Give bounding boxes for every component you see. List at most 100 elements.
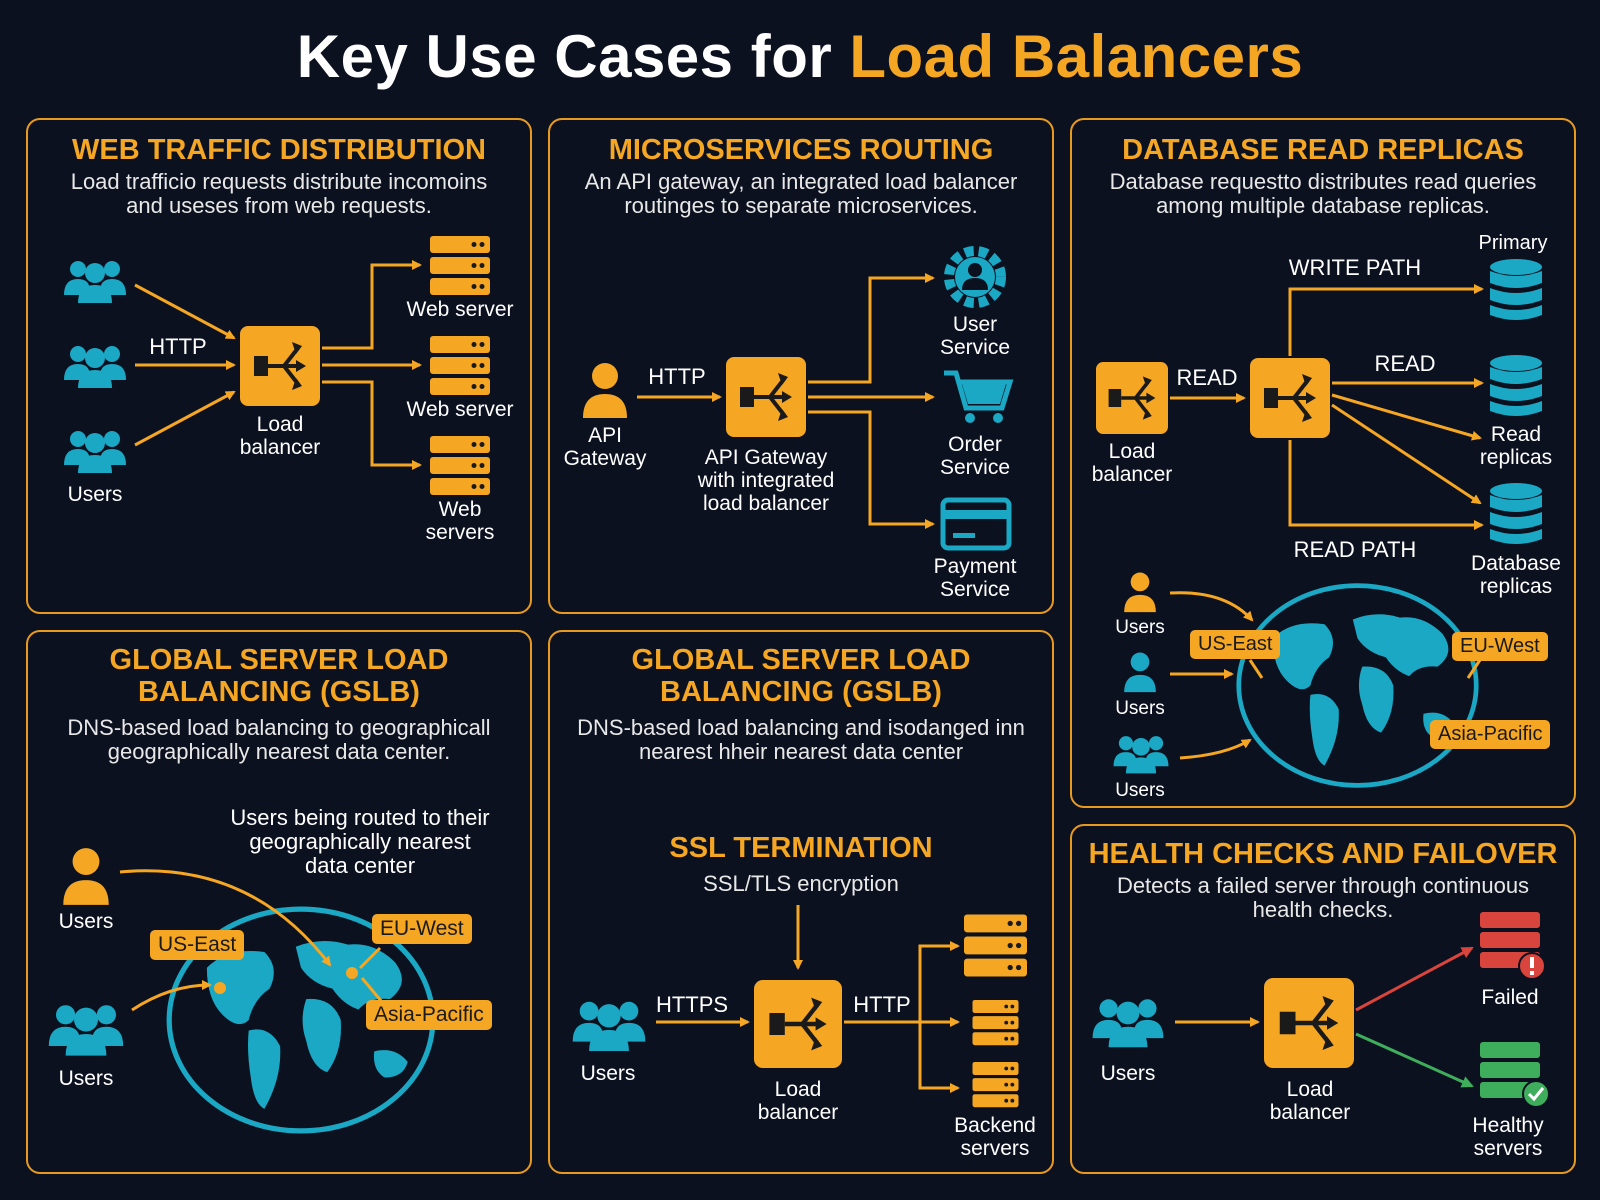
panel-desc-line1: Database requestto distributes read quer… (1109, 169, 1537, 194)
user-service-label-2: Service (939, 336, 1011, 359)
panel-title: WEB TRAFFIC DISTRIBUTION (71, 134, 486, 166)
payment-service-label-2: Service (939, 578, 1011, 601)
users-label: Users (580, 1062, 636, 1085)
lb-label-2: balancer (239, 436, 321, 459)
panel-title-line1: GLOBAL SERVER LOAD (109, 644, 449, 676)
lb-label-2: balancer (1091, 463, 1173, 486)
panel-web-traffic: WEB TRAFFIC DISTRIBUTION Load trafficio … (26, 118, 532, 614)
panel-desc-line1: DNS-based load balancing and isodanged i… (577, 715, 1025, 740)
region-tag-us-east: US-East (150, 930, 245, 960)
gw-label-3: load balancer (702, 492, 830, 515)
gslb-note-line3: data center (304, 853, 416, 878)
healthy-label-2: servers (1473, 1137, 1543, 1160)
panel-desc-line1: Detects a failed server through continuo… (1116, 873, 1530, 898)
users-label: Users (1115, 780, 1165, 801)
order-service-label-2: Service (939, 456, 1011, 479)
users-label: Users (1115, 698, 1165, 719)
panel-title-line2: BALANCING (GSLB) (660, 676, 942, 708)
user-service-gear-icon (944, 246, 1006, 308)
healthy-server-icon (1480, 1042, 1550, 1108)
server-label-2: Web server (406, 398, 514, 421)
read-replicas-label-1: Read (1490, 423, 1542, 446)
panel-microservices: MICROSERVICES ROUTING An API gateway, an… (548, 118, 1054, 614)
panel-title: HEALTH CHECKS AND FAILOVER (1088, 838, 1558, 870)
ssl-title: SSL TERMINATION (669, 832, 933, 864)
server-label-3a: Web (438, 498, 482, 521)
users-label: Users (58, 910, 114, 933)
read-label-1: READ (1176, 365, 1238, 390)
db-replicas-label-2: replicas (1479, 575, 1553, 598)
order-service-cart-icon (944, 370, 1014, 423)
panel-title-line1: GLOBAL SERVER LOAD (631, 644, 971, 676)
panel-title: DATABASE READ REPLICAS (1122, 134, 1524, 166)
panel-desc-line1: DNS-based load balancing to geographical… (67, 715, 491, 740)
users-label: Users (1115, 617, 1165, 638)
users-label: Users (67, 483, 123, 506)
gw-label-2: with integrated (697, 469, 835, 492)
panel-desc-line2: nearest hheir nearest data center (638, 739, 964, 764)
gslb-note-line1: Users being routed to their (230, 805, 490, 830)
panel-gslb-left: GLOBAL SERVER LOAD BALANCING (GSLB) DNS-… (26, 630, 532, 1174)
panel-desc-line1: Load trafficio requests distribute incom… (70, 169, 488, 194)
panel-title-line2: BALANCING (GSLB) (138, 676, 420, 708)
users-label: Users (58, 1067, 114, 1090)
read-label-2: READ (1374, 351, 1436, 376)
ssl-encryption-label: SSL/TLS encryption (703, 871, 899, 896)
read-replicas-label-2: replicas (1479, 446, 1553, 469)
gslb-note-line2: geographically nearest (249, 829, 471, 854)
region-tag-eu-west: EU-West (372, 914, 472, 944)
server-label-1: Web server (406, 298, 514, 321)
panel-desc-line2: routinges to separate microservices. (624, 193, 978, 218)
user-service-label-1: User (952, 313, 998, 336)
users-label: Users (1100, 1062, 1156, 1085)
panel-desc-line2: among multiple database replicas. (1156, 193, 1490, 218)
lb-label-1: Load (256, 413, 304, 436)
server-label-3b: servers (425, 521, 495, 544)
read-path-label: READ PATH (1293, 537, 1417, 562)
lb-label-1: Load (774, 1078, 822, 1101)
https-label: HTTPS (655, 992, 729, 1017)
backend-label-2: servers (960, 1137, 1030, 1160)
db-replicas-label-1: Database (1471, 552, 1561, 575)
panel-desc-line2: geographically nearest data center. (107, 739, 451, 764)
api-label-1: API (588, 424, 622, 447)
region-tag-eu-west: EU-West (1452, 632, 1548, 661)
payment-service-label-1: Payment (933, 555, 1017, 578)
panel-gslb-ssl: GLOBAL SERVER LOAD BALANCING (GSLB) DNS-… (548, 630, 1054, 1174)
panel-db-replicas: DATABASE READ REPLICAS Database requestt… (1070, 118, 1576, 808)
panel-desc-line2: health checks. (1252, 897, 1394, 922)
lb-label-1: Load (1108, 440, 1156, 463)
page-title: Key Use Cases for Load Balancers (296, 23, 1304, 90)
region-tag-asia-pacific: Asia-Pacific (366, 1000, 492, 1030)
lb-label-2: balancer (1269, 1101, 1351, 1124)
write-path-label: WRITE PATH (1288, 255, 1422, 280)
load-balancer-icon (1264, 978, 1354, 1068)
http-label: HTTP (853, 992, 911, 1017)
backend-label-1: Backend (954, 1114, 1036, 1137)
failed-server-icon (1480, 912, 1546, 980)
gw-label-1: API Gateway (704, 446, 828, 469)
panel-desc-line1: An API gateway, an integrated load balan… (584, 169, 1018, 194)
http-label: HTTP (149, 334, 207, 359)
lb-label-2: balancer (757, 1101, 839, 1124)
http-label: HTTP (648, 364, 706, 389)
api-label-2: Gateway (563, 447, 647, 470)
users-icon (1092, 999, 1164, 1048)
failed-label: Failed (1481, 986, 1539, 1009)
payment-service-card-icon (940, 497, 1012, 551)
panel-health-checks: HEALTH CHECKS AND FAILOVER Detects a fai… (1070, 824, 1576, 1174)
region-tag-asia-pacific: Asia-Pacific (1430, 720, 1551, 749)
region-tag-us-east: US-East (1190, 630, 1281, 659)
lb-label-1: Load (1286, 1078, 1334, 1101)
primary-label: Primary (1478, 232, 1548, 254)
panel-desc-line2: and useses from web requests. (126, 193, 432, 218)
order-service-label-1: Order (948, 433, 1002, 456)
healthy-label-1: Healthy (1472, 1114, 1544, 1137)
panel-title: MICROSERVICES ROUTING (608, 134, 994, 166)
